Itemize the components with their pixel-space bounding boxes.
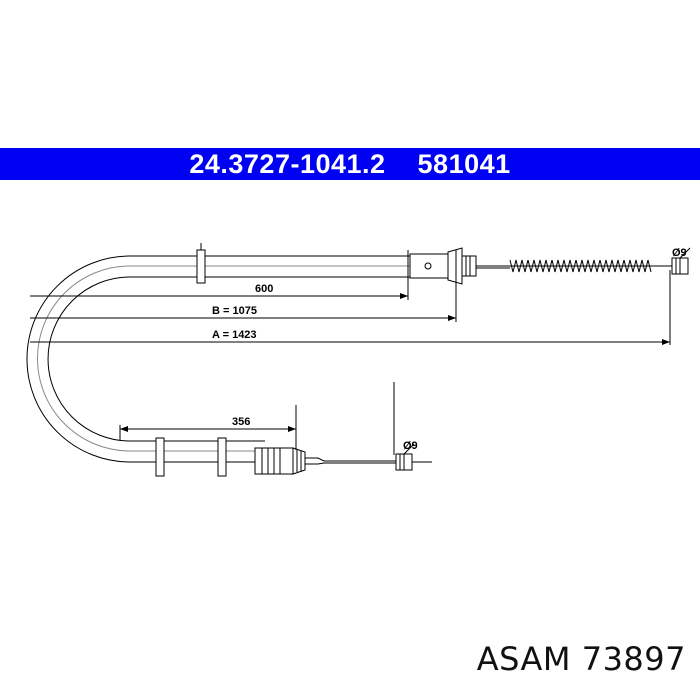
- part-number: 24.3727-1041.2: [189, 148, 386, 179]
- brand-name: ASAM: [476, 640, 572, 678]
- part-number-banner: 24.3727-1041.2 581041: [0, 148, 700, 180]
- top-sleeve: [196, 249, 206, 284]
- top-end-fitting: [409, 253, 449, 279]
- cable-sheath-inner: [47, 276, 410, 442]
- dim-600-label: 600: [255, 283, 273, 295]
- top-spring: [509, 259, 652, 273]
- dim-a-label: A = 1423: [212, 329, 257, 341]
- dim-b-label: B = 1075: [212, 305, 257, 317]
- part-code: 73897: [581, 640, 686, 678]
- reference-number: 581041: [417, 148, 511, 179]
- dim-356-label: 356: [232, 416, 250, 428]
- footer-caption: ASAM 73897: [477, 640, 686, 678]
- bottom-sleeve-2: [217, 437, 227, 477]
- cable-sheath-outer: [26, 255, 410, 463]
- cable-inner-line: [37, 265, 410, 452]
- dia-top-label: Ø9: [672, 247, 687, 259]
- bottom-sleeve-1: [155, 437, 165, 477]
- dia-bottom-label: Ø9: [403, 440, 418, 452]
